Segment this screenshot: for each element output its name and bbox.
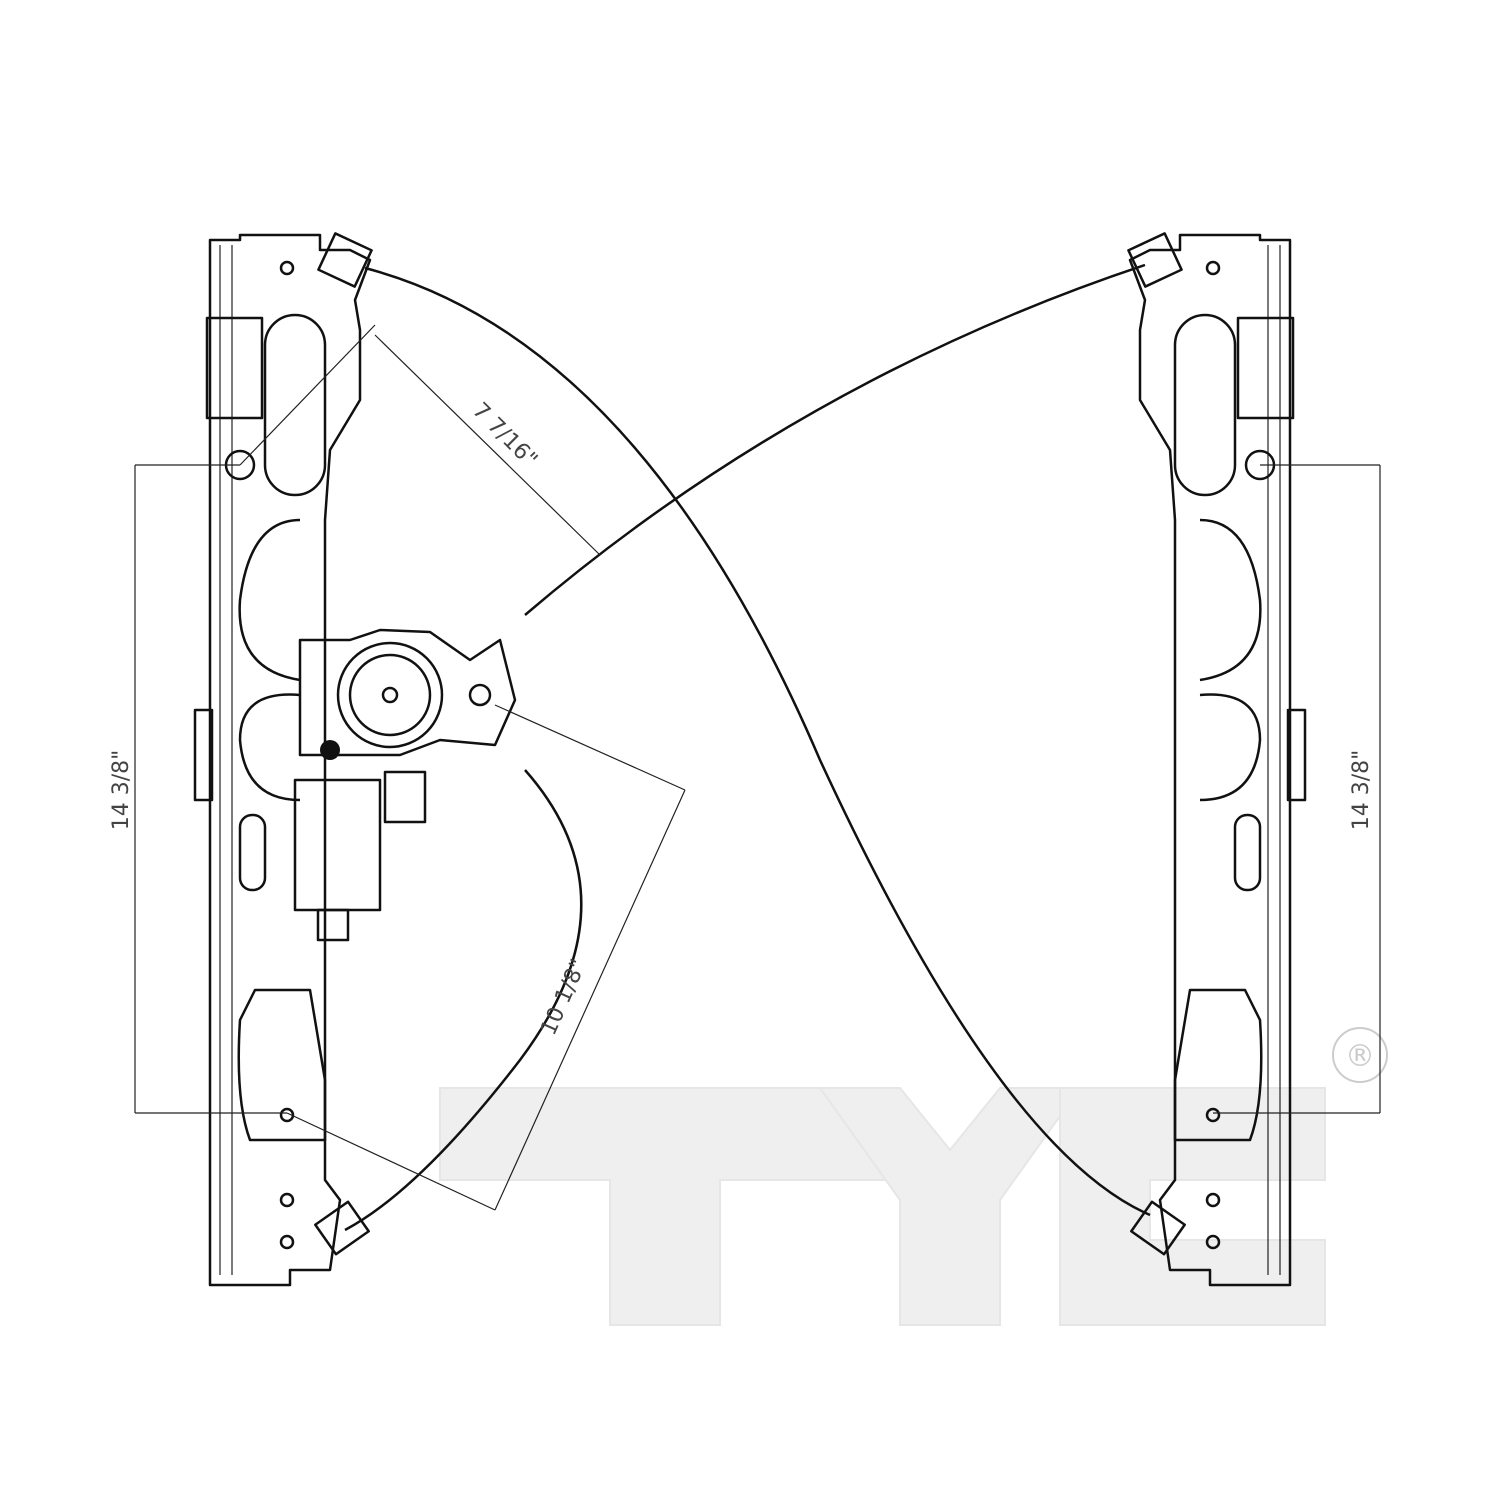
cables: [344, 263, 1151, 1232]
motor-assembly: [293, 628, 517, 942]
right-spacing-label: 14 3/8": [1349, 750, 1374, 831]
left-spacing-label: 14 3/8": [109, 750, 134, 831]
tyc-watermark: [439, 1087, 1326, 1326]
dimension-lines: [134, 324, 1381, 1211]
left-rail: [193, 232, 373, 1287]
lower-cable-label: 10 1/8": [536, 955, 592, 1039]
registered-mark: ®: [1332, 1027, 1388, 1083]
registered-symbol: ®: [1345, 1039, 1375, 1074]
